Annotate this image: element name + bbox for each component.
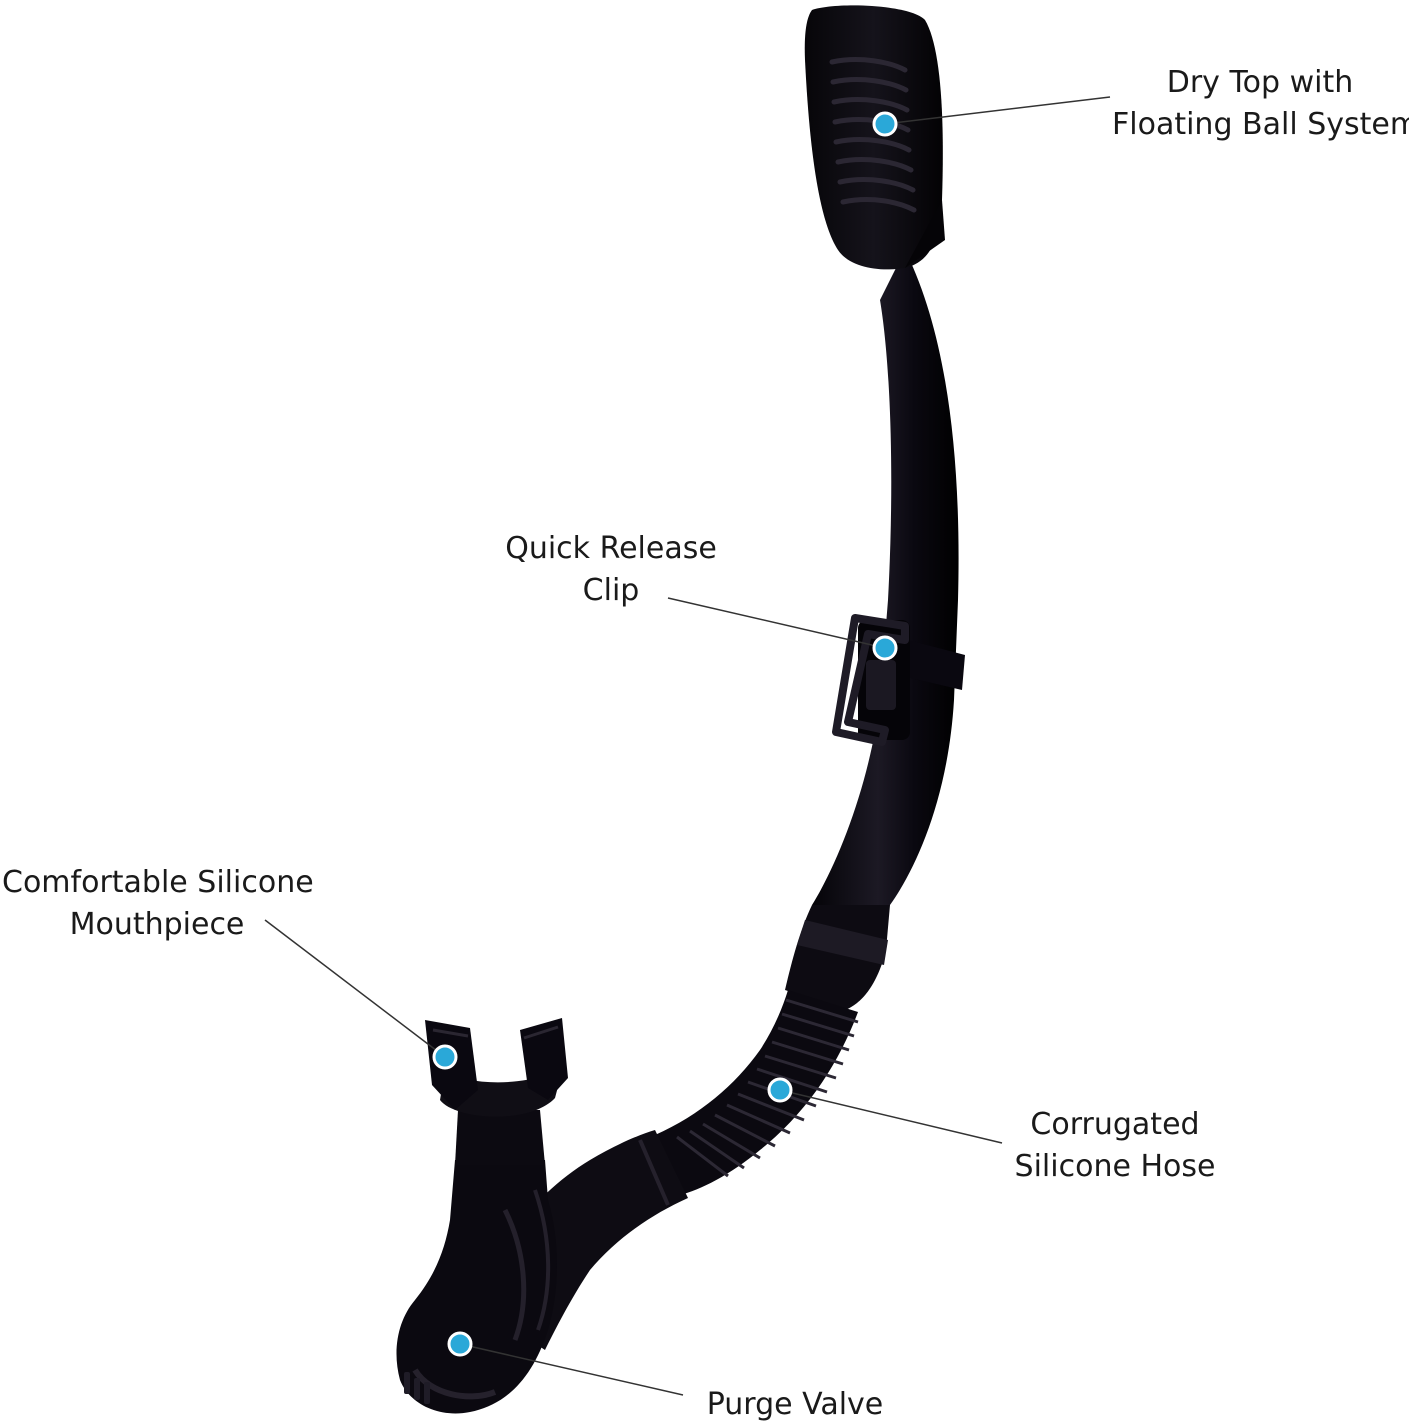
dot-purge — [447, 1331, 473, 1357]
purge-vents — [404, 1372, 430, 1404]
leader-purge — [459, 1343, 684, 1396]
label-hose: Corrugated Silicone Hose — [1005, 1104, 1225, 1188]
callout-dots — [432, 111, 898, 1357]
label-mouthpiece-line-1: Comfortable Silicone — [2, 865, 314, 900]
purge-valve-body — [396, 1160, 557, 1414]
label-quick-release-line-1: Quick Release — [505, 531, 717, 566]
leader-dry-top — [884, 96, 1111, 125]
label-quick-release-line-2: Clip — [582, 573, 640, 608]
label-hose-line-1: Corrugated — [1030, 1107, 1200, 1142]
dot-mouthpiece — [432, 1044, 458, 1070]
dot-dry-top — [872, 111, 898, 137]
leader-hose — [779, 1089, 1003, 1144]
label-dry-top-line-2: Floating Ball System — [1112, 107, 1409, 142]
label-purge: Purge Valve — [690, 1384, 900, 1426]
label-mouthpiece-line-2: Mouthpiece — [69, 907, 245, 942]
label-quick-release: Quick Release Clip — [498, 528, 724, 612]
label-mouthpiece: Comfortable Silicone Mouthpiece — [2, 862, 314, 946]
leader-lines — [264, 96, 1111, 1396]
leader-quick-release — [667, 597, 886, 649]
leader-mouthpiece — [264, 919, 446, 1058]
label-hose-line-2: Silicone Hose — [1014, 1149, 1216, 1184]
dot-hose — [767, 1077, 793, 1103]
label-dry-top-line-1: Dry Top with — [1166, 65, 1354, 100]
label-purge-line-1: Purge Valve — [706, 1387, 884, 1422]
dry-top — [804, 5, 945, 270]
label-dry-top: Dry Top with Floating Ball System — [1112, 62, 1409, 146]
mouthpiece — [425, 1018, 568, 1165]
hose-ridges — [676, 998, 859, 1178]
dot-quick-release — [872, 635, 898, 661]
